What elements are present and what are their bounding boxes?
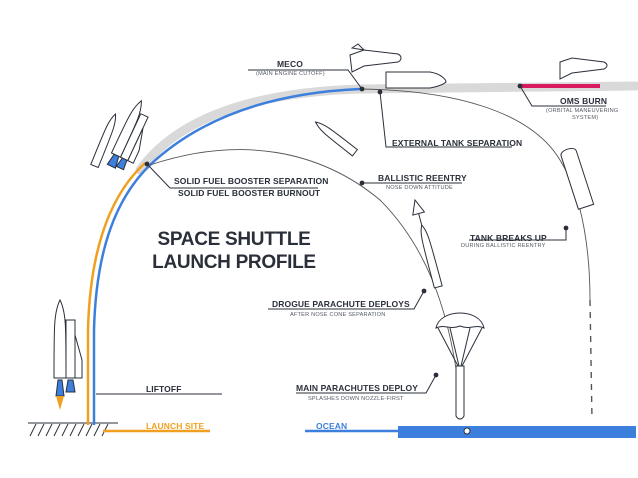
label-meco: MECO [277, 59, 303, 69]
title-line-2: LAUNCH PROFILE [152, 252, 316, 273]
label-srb-burnout: SOLID FUEL BOOSTER BURNOUT [178, 188, 321, 198]
splashdown-ring [463, 427, 471, 435]
label-liftoff: LIFTOFF [146, 384, 182, 394]
label-launch-site: LAUNCH SITE [146, 421, 205, 431]
label-ballistic-reentry-sub: NOSE DOWN ATTITUDE [386, 185, 453, 191]
label-drogue-parachute: DROGUE PARACHUTE DEPLOYS [272, 299, 410, 309]
label-tank-breaks-up-sub: DURING BALLISTIC REENTRY [461, 243, 546, 249]
label-external-tank-separation: EXTERNAL TANK SEPARATION [392, 138, 523, 148]
label-oms-sub-1: (ORBITAL MANEUVERING [546, 108, 619, 114]
label-ocean: OCEAN [316, 421, 348, 431]
event-dots [144, 83, 569, 378]
shuttle-stack-icon [53, 298, 83, 410]
label-drogue-parachute-sub: AFTER NOSE CONE SEPARATION [290, 312, 386, 318]
label-srb-separation: SOLID FUEL BOOSTER SEPARATION [174, 176, 329, 186]
orbiter-oms-icon [559, 57, 608, 80]
label-ballistic-reentry: BALLISTIC REENTRY [378, 173, 467, 183]
label-oms-sub-2: SYSTEM) [572, 115, 599, 121]
tank-reentry-arc [359, 88, 591, 301]
tank-breakup-icon [560, 148, 595, 210]
leader-lines [96, 69, 606, 395]
label-oms-burn: OMS BURN [560, 96, 608, 106]
booster-main-parachute-icon [435, 312, 485, 420]
booster-ballistic-arc [149, 149, 461, 401]
separated-booster-icon [90, 113, 117, 169]
ground-hatch [28, 422, 118, 437]
label-main-parachutes: MAIN PARACHUTES DEPLOY [296, 383, 418, 393]
label-tank-breaks-up: TANK BREAKS UP [470, 233, 547, 243]
tank-breakup-dashes [589, 299, 593, 421]
ascending-stack-icon [106, 99, 149, 171]
booster-drogue-icon [412, 198, 443, 289]
title-line-1: SPACE SHUTTLE [157, 229, 311, 250]
label-meco-sub: (MAIN ENGINE CUTOFF) [256, 71, 325, 77]
ocean-block [398, 426, 636, 438]
external-tank-icon [385, 71, 447, 89]
orbiter-meco-icon [349, 43, 402, 73]
booster-path [86, 162, 146, 425]
booster-ballistic-icon [314, 121, 359, 157]
page-title: SPACE SHUTTLE LAUNCH PROFILE [146, 228, 322, 274]
label-main-parachutes-sub: SPLASHES DOWN NOZZLE-FIRST [308, 396, 404, 402]
